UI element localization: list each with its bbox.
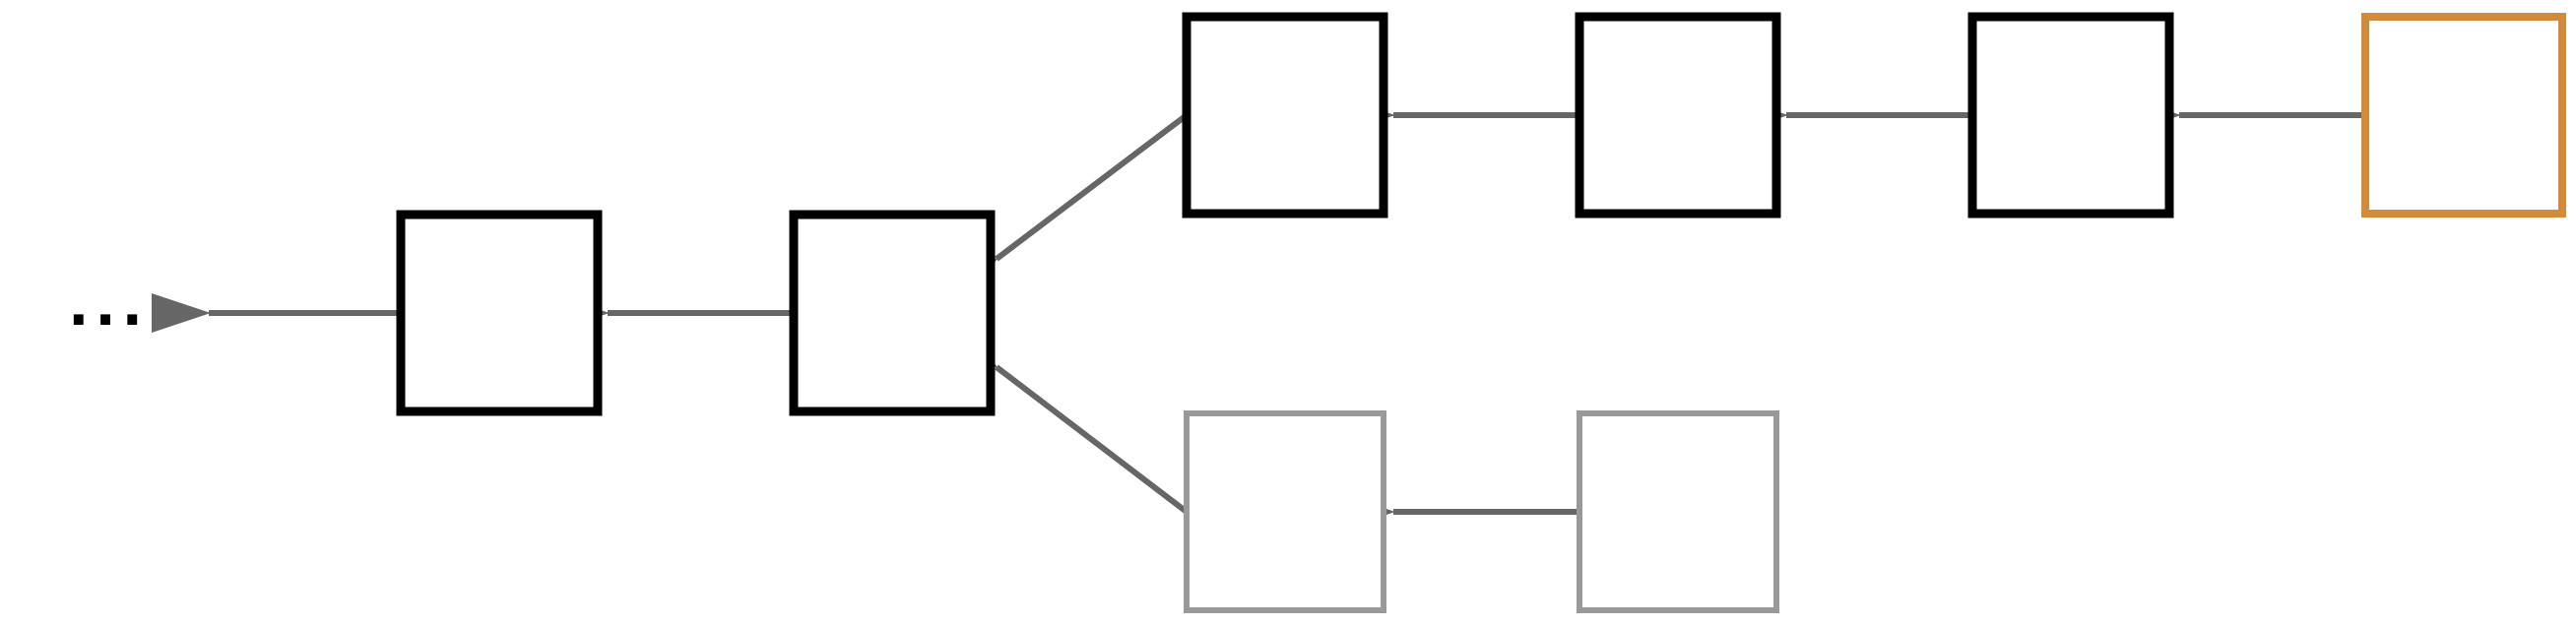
block-main-3 <box>1182 12 1388 219</box>
links-layer <box>152 95 2365 532</box>
blocks-layer <box>396 12 2566 613</box>
ellipsis-label: ... <box>68 275 149 339</box>
block-main-4 <box>1575 12 1781 219</box>
block-tip <box>2361 13 2566 218</box>
arrow-fork-1-to-main-2 <box>938 316 1189 515</box>
block-fork-2 <box>1577 410 1779 613</box>
block-main-5 <box>1967 12 2174 219</box>
arrow-main-3-to-main-2 <box>938 112 1189 309</box>
block-fork-1 <box>1184 410 1386 613</box>
block-main-2 <box>789 210 996 416</box>
block-main-1 <box>396 210 603 416</box>
